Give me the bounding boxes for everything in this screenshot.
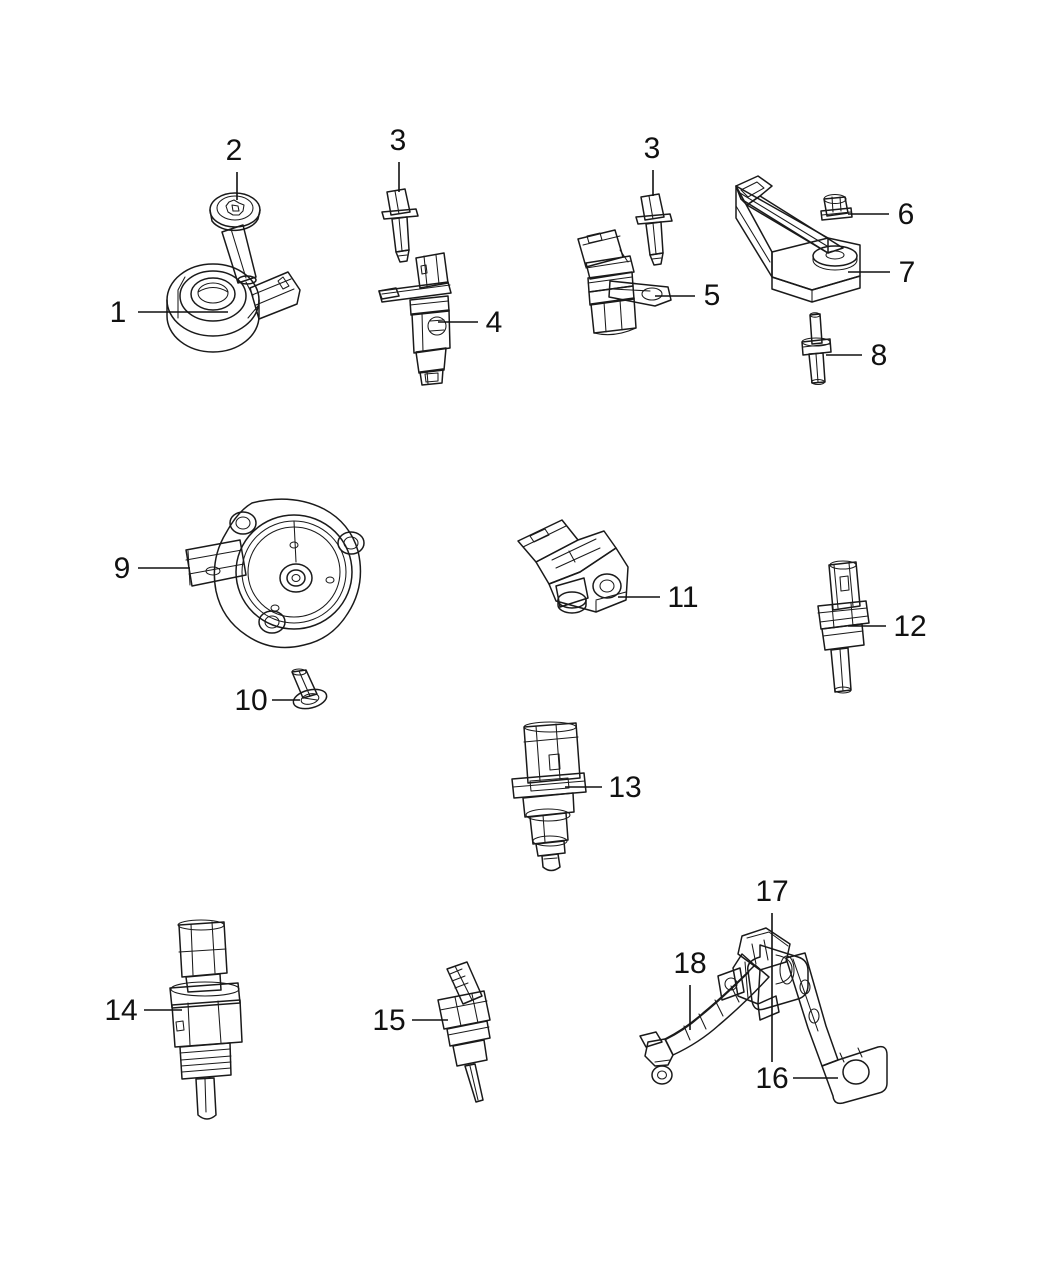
callout-2[interactable]: 2 <box>226 134 243 200</box>
callout-number-14: 14 <box>104 994 137 1027</box>
callout-number-3-right: 3 <box>644 132 661 165</box>
callout-6[interactable]: 6 <box>848 198 914 231</box>
callout-9[interactable]: 9 <box>114 552 190 585</box>
callout-number-17: 17 <box>755 875 788 908</box>
callout-number-11: 11 <box>667 581 698 614</box>
callout-13[interactable]: 13 <box>565 771 642 804</box>
callout-number-10: 10 <box>234 684 267 717</box>
part-oxygen-sensor-lead[interactable] <box>639 964 770 1085</box>
part-vvt-actuator-solenoid[interactable] <box>185 498 365 649</box>
part-oxygen-sensor-assembly[interactable] <box>639 927 888 1105</box>
part-torx-bolt[interactable] <box>209 192 261 285</box>
callout-10[interactable]: 10 <box>234 684 300 717</box>
callout-1[interactable]: 1 <box>110 296 228 329</box>
callout-7[interactable]: 7 <box>848 256 915 289</box>
part-intake-air-temperature-sensor[interactable] <box>511 721 587 872</box>
callout-number-5: 5 <box>704 279 721 312</box>
part-mounting-bracket[interactable] <box>785 952 888 1105</box>
part-stud[interactable] <box>801 312 832 386</box>
callout-number-15: 15 <box>372 1004 405 1037</box>
callout-16[interactable]: 16 <box>755 1062 838 1095</box>
callout-5[interactable]: 5 <box>655 279 720 312</box>
part-sensor-bracket[interactable] <box>735 175 861 303</box>
callout-number-12: 12 <box>893 610 926 643</box>
callout-number-16: 16 <box>755 1062 788 1095</box>
callout-17[interactable]: 17 <box>755 875 789 1062</box>
part-map-sensor[interactable] <box>517 519 629 614</box>
callout-15[interactable]: 15 <box>372 1004 448 1037</box>
callout-number-8: 8 <box>871 339 888 372</box>
callout-18[interactable]: 18 <box>673 947 707 1030</box>
callout-number-7: 7 <box>899 256 916 289</box>
part-camshaft-position-sensor[interactable] <box>378 252 452 386</box>
callout-number-1: 1 <box>110 296 127 329</box>
part-pan-head-screw[interactable] <box>291 668 328 712</box>
callout-11[interactable]: 11 <box>618 581 699 614</box>
callout-number-4: 4 <box>486 306 503 339</box>
part-temperature-sensor-small[interactable] <box>437 961 491 1103</box>
callout-number-6: 6 <box>898 198 915 231</box>
callout-3-right[interactable]: 3 <box>644 132 661 196</box>
callout-number-13: 13 <box>608 771 641 804</box>
part-flange-bolt-right[interactable] <box>635 193 673 266</box>
callout-12[interactable]: 12 <box>848 610 927 643</box>
callout-number-3-left: 3 <box>390 124 407 157</box>
part-coolant-temperature-sensor[interactable] <box>817 560 870 694</box>
callout-4[interactable]: 4 <box>438 306 502 339</box>
callout-number-18: 18 <box>673 947 706 980</box>
part-oxygen-sensor-head[interactable] <box>717 927 809 1021</box>
callout-number-9: 9 <box>114 552 131 585</box>
part-flange-nut[interactable] <box>820 193 853 221</box>
callout-8[interactable]: 8 <box>826 339 887 372</box>
callout-14[interactable]: 14 <box>104 994 182 1027</box>
callout-number-2: 2 <box>226 134 243 167</box>
part-oil-pressure-sensor[interactable] <box>169 919 243 1120</box>
part-crankshaft-position-sensor[interactable] <box>577 229 672 336</box>
callout-3-left[interactable]: 3 <box>390 124 407 192</box>
part-flange-bolt-left[interactable] <box>381 188 419 263</box>
part-knock-sensor[interactable] <box>166 263 301 353</box>
